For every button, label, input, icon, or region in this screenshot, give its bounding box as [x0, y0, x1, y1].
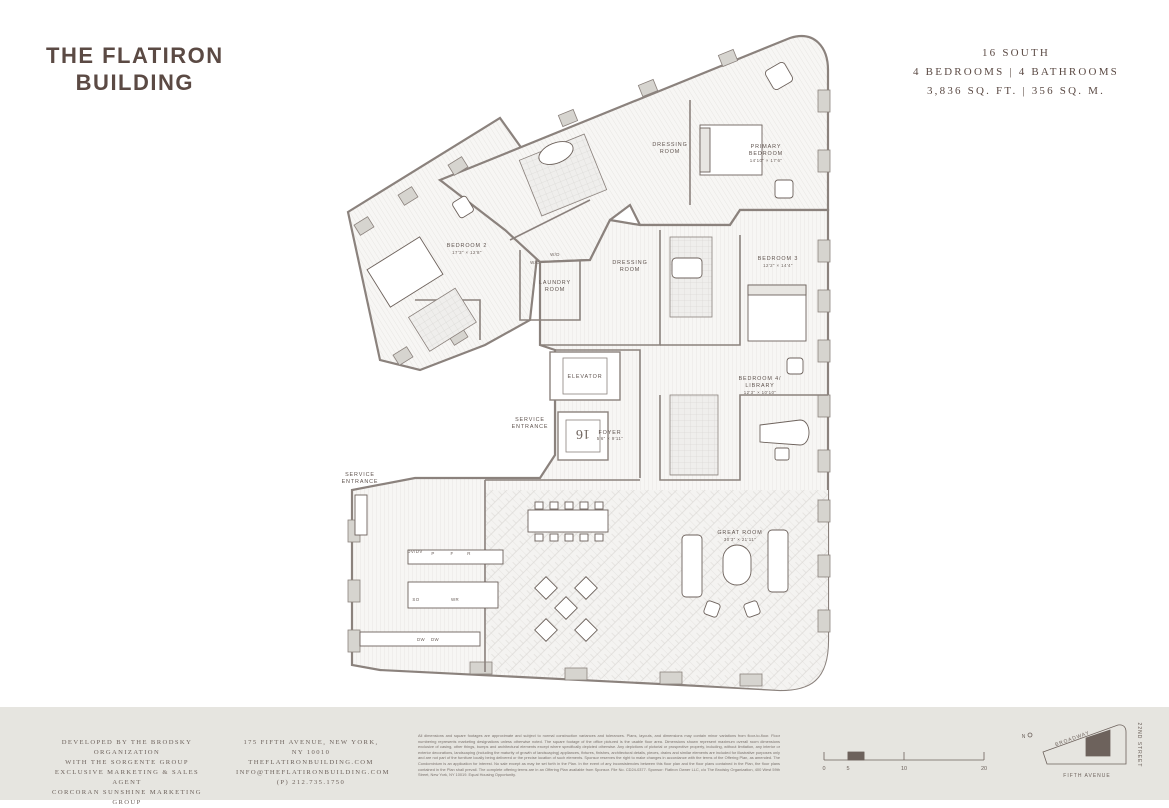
- dining-table: [527, 509, 609, 533]
- bedroom-2-dims: 17'3" × 12'8": [452, 250, 482, 255]
- dressing-room-1-label: DRESSING: [652, 142, 687, 148]
- laundry-label-2: ROOM: [545, 287, 565, 293]
- interior-walls: [415, 100, 828, 672]
- dressing-room-2-label-2: ROOM: [620, 267, 640, 273]
- legal-disclaimer: All dimensions and square footages are a…: [418, 733, 780, 778]
- primary-bedroom-dims: 14'10" × 17'6": [750, 158, 783, 163]
- kitchen-island: [407, 581, 499, 609]
- building-logo: THE FLATIRON BUILDING: [46, 42, 224, 96]
- f-label: F: [450, 551, 453, 556]
- dw2-label: DW: [431, 637, 440, 642]
- p-label: P: [431, 551, 434, 556]
- developer-line-3: EXCLUSIVE MARKETING & SALES AGENT: [54, 769, 200, 786]
- website-link[interactable]: THEFLATIRONBUILDING.COM: [248, 759, 374, 766]
- unit-layout: 4 BEDROOMS | 4 BATHROOMS: [913, 66, 1119, 78]
- elevator-floor-label: 16: [576, 426, 590, 441]
- great-room-dims: 30'3" × 21'11": [724, 537, 756, 542]
- service-entrance-2-label-2: ENTRANCE: [342, 479, 379, 485]
- address: 175 FIFTH AVENUE, NEW YORK, NY 10010: [243, 739, 379, 756]
- bedroom-3-dims: 12'2" × 14'4": [763, 263, 793, 268]
- bedroom-4-label: BEDROOM 4/: [739, 376, 782, 382]
- developer-line-4: CORCORAN SUNSHINE MARKETING GROUP: [52, 789, 202, 806]
- dw1-label: DW: [417, 637, 426, 642]
- dressing-room-2-label: DRESSING: [612, 260, 647, 266]
- dressing-room-1-label-2: ROOM: [660, 149, 680, 155]
- service-entrance-1-label: SERVICE: [515, 417, 545, 423]
- coffee-table: [722, 544, 752, 586]
- unit-info: 16 SOUTH 4 BEDROOMS | 4 BATHROOMS 3,836 …: [913, 44, 1119, 101]
- library-desk: [759, 419, 810, 446]
- email-link[interactable]: INFO@THEFLATIRONBUILDING.COM: [236, 769, 390, 776]
- wd-label-2: W/D: [550, 252, 560, 257]
- elevator-core: [549, 351, 621, 461]
- wd-label-1: W/D: [530, 260, 540, 265]
- service-entrance-2-label: SERVICE: [345, 472, 375, 478]
- developer-credits: DEVELOPED BY THE BRODSKY ORGANIZATION WI…: [42, 738, 212, 808]
- logo-line-2: BUILDING: [75, 70, 194, 95]
- so-label: SO: [412, 597, 419, 602]
- sofa-left: [681, 534, 703, 598]
- floor-plan: PRIMARY BEDROOM 14'10" × 17'6" DRESSING …: [342, 35, 831, 692]
- great-room-label: GREAT ROOM: [717, 530, 762, 536]
- r-label: R: [467, 551, 471, 556]
- dvdv-label: DV/DV: [407, 549, 422, 554]
- unit-area: 3,836 SQ. FT. | 356 SQ. M.: [926, 85, 1106, 97]
- primary-bedroom-label: PRIMARY: [751, 144, 782, 150]
- unit-name: 16 SOUTH: [981, 47, 1051, 59]
- bedroom-2-bed: [366, 236, 444, 308]
- service-entrance-1-label-2: ENTRANCE: [512, 424, 549, 430]
- sofa-right: [767, 529, 789, 593]
- laundry-label: LAUNDRY: [539, 280, 571, 286]
- bedroom-4-label-2: LIBRARY: [745, 383, 774, 389]
- bedroom-4-dims: 12'3" × 10'10": [744, 390, 777, 395]
- room-labels: PRIMARY BEDROOM 14'10" × 17'6" DRESSING …: [342, 142, 798, 642]
- foyer-label: FOYER: [598, 430, 621, 436]
- wr-label: WR: [451, 597, 459, 602]
- elevator-label: ELEVATOR: [567, 374, 602, 380]
- bedroom-3-label: BEDROOM 3: [758, 256, 798, 262]
- dining-chairs: [534, 501, 604, 542]
- contact-info: 175 FIFTH AVENUE, NEW YORK, NY 10010 THE…: [236, 738, 390, 788]
- furniture: [354, 61, 810, 647]
- developer-line-1: DEVELOPED BY THE BRODSKY ORGANIZATION: [61, 739, 193, 756]
- phone: (P) 212.735.1750: [276, 779, 346, 786]
- foyer-dims: 5'6" × 9'11": [597, 436, 624, 441]
- developer-line-2: WITH THE SORGENTE GROUP: [65, 759, 189, 766]
- primary-bedroom-label-2: BEDROOM: [749, 151, 783, 157]
- window-bays: [347, 48, 831, 687]
- bedroom-2-label: BEDROOM 2: [447, 243, 487, 249]
- logo-line-1: THE FLATIRON: [46, 43, 224, 68]
